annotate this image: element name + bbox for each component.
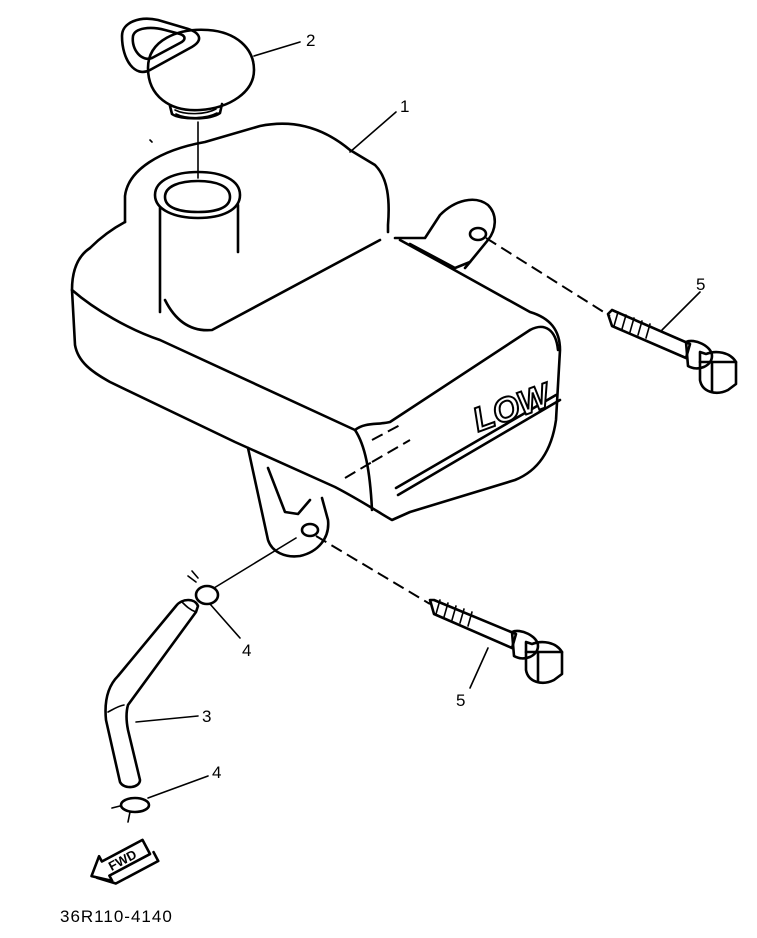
leader-cap — [253, 41, 301, 57]
low-level-marking: LOW — [468, 376, 558, 440]
upper-mounting-bracket — [393, 198, 497, 270]
forward-direction-arrow: FWD — [90, 838, 160, 885]
hose-clip-upper — [187, 570, 220, 606]
bolt-lower — [428, 598, 564, 684]
callout-4-lower: 4 — [212, 763, 221, 782]
leader-tank — [349, 111, 397, 153]
hose-clip-lower — [111, 796, 151, 823]
upper-bolt-axis — [485, 237, 611, 317]
callout-4-upper: 4 — [242, 641, 251, 660]
callout-3: 3 — [202, 707, 211, 726]
diagram-code: 36R110-4140 — [60, 907, 173, 926]
callout-1: 1 — [400, 97, 409, 116]
lower-bolt-axis — [315, 535, 431, 605]
callout-5-upper: 5 — [696, 275, 705, 294]
leader-bolt-lower — [469, 647, 489, 689]
lower-mounting-bracket — [246, 446, 330, 558]
callout-2: 2 — [306, 31, 315, 50]
leader-clip-upper — [209, 603, 241, 639]
leader-bolt-upper — [661, 291, 701, 331]
overflow-hose — [104, 598, 200, 789]
callout-5-lower: 5 — [456, 691, 465, 710]
leader-clip-lower — [147, 775, 209, 799]
leader-hose — [135, 715, 199, 723]
radiator-cap — [120, 17, 256, 120]
bolt-upper — [606, 308, 738, 394]
reservoir-tank: LOW — [70, 122, 562, 522]
clip-assembly-line — [213, 537, 297, 589]
